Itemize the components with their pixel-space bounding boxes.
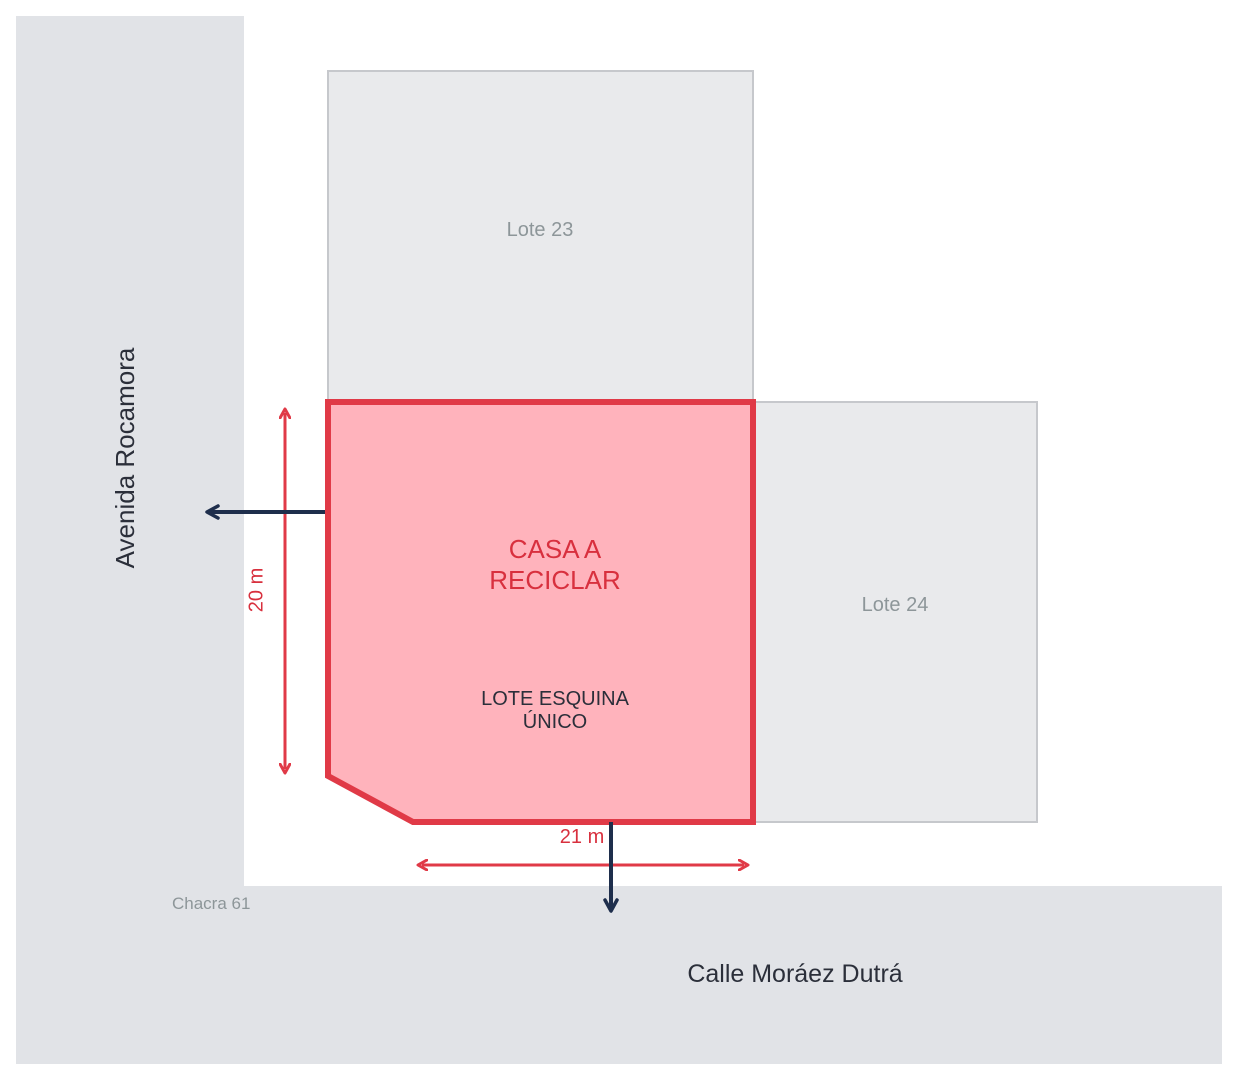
chacra-label: Chacra 61 [172, 894, 250, 913]
main-lot-subtitle-line2: ÚNICO [523, 710, 587, 733]
main-lot-subtitle-line1: LOTE ESQUINA [481, 688, 629, 710]
lote-24-plot [752, 401, 1038, 823]
depth-dimension-label: 20 m [245, 568, 267, 612]
main-lot-title-line2: RECICLAR [489, 565, 620, 595]
lote-23-label: Lote 23 [507, 219, 574, 241]
width-dimension-label: 21 m [560, 826, 604, 848]
calle-moraez-dutra-street [16, 886, 1222, 1064]
street-label-avenida: Avenida Rocamora [110, 347, 140, 568]
lote-24-label: Lote 24 [862, 594, 929, 616]
lote-23-plot [327, 70, 754, 404]
main-lot-plot [325, 399, 756, 825]
street-label-calle: Calle Moráez Dutrá [687, 960, 902, 988]
main-lot-title-line1: CASA A [509, 534, 602, 564]
